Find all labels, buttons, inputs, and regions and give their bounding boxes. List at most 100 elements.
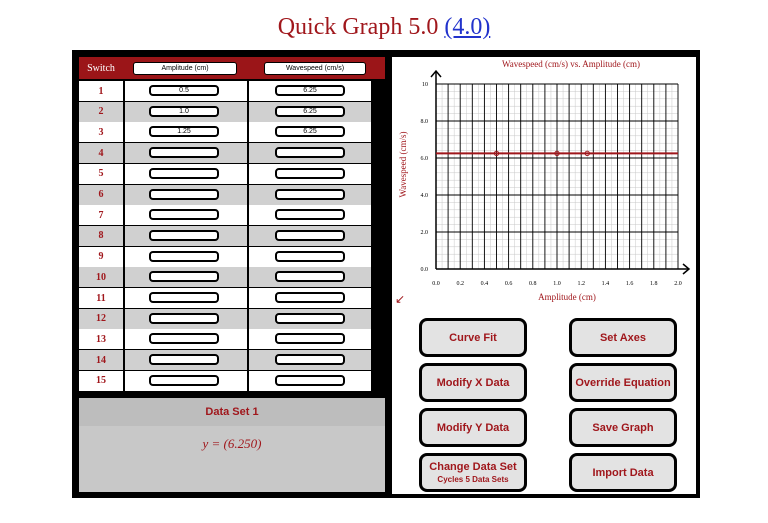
wavespeed-cell	[249, 246, 371, 267]
table-row: 14	[79, 350, 385, 371]
x-tick-label: 0.0	[432, 281, 440, 287]
row-number: 13	[79, 329, 123, 350]
amplitude-cell: 1.25	[125, 122, 247, 143]
set-axes-button[interactable]: Set Axes	[569, 318, 677, 357]
amplitude-input[interactable]	[149, 250, 219, 262]
table-row: 2 1.0 6.25	[79, 101, 385, 122]
modify-y-button[interactable]: Modify Y Data	[419, 408, 527, 447]
row-number: 12	[79, 308, 123, 329]
curve-fit-button[interactable]: Curve Fit	[419, 318, 527, 357]
amplitude-input[interactable]: 0.5	[149, 85, 219, 96]
row-number: 8	[79, 225, 123, 246]
table-row: 8	[79, 225, 385, 246]
wavespeed-input[interactable]	[275, 292, 345, 303]
table-row: 4	[79, 143, 385, 164]
data-table: Switch Amplitude (cm) Wavespeed (cm/s) 1…	[79, 57, 385, 393]
change-data-set-label: Change Data Set	[429, 461, 517, 473]
wavespeed-input[interactable]	[275, 374, 345, 386]
wavespeed-cell	[249, 184, 371, 205]
wavespeed-input[interactable]	[275, 167, 345, 179]
wavespeed-cell: 6.25	[249, 101, 371, 122]
amplitude-input[interactable]: 1.25	[149, 126, 219, 138]
app-title: Quick Graph 5.0 (4.0)	[0, 14, 768, 41]
y-tick-label: 2.0	[421, 230, 429, 236]
table-row: 13	[79, 329, 385, 350]
x-tick-label: 1.4	[602, 281, 610, 287]
table-row: 10	[79, 267, 385, 288]
x-tick-label: 1.6	[626, 281, 634, 287]
row-number: 5	[79, 163, 123, 184]
y-tick-label: 0.0	[421, 267, 429, 273]
set-axes-label: Set Axes	[599, 331, 647, 344]
wavespeed-input[interactable]: 6.25	[275, 105, 345, 117]
row-number: 10	[79, 267, 123, 288]
wavespeed-cell	[249, 143, 371, 164]
row-number: 2	[79, 101, 123, 122]
wavespeed-input[interactable]: 6.25	[275, 85, 345, 96]
modify-x-label: Modify X Data	[436, 376, 510, 389]
wavespeed-input[interactable]	[275, 312, 345, 324]
amplitude-input[interactable]	[149, 271, 219, 283]
y-tick-label: 4.0	[421, 193, 429, 199]
wavespeed-input[interactable]	[275, 354, 345, 366]
wavespeed-input[interactable]	[275, 333, 345, 345]
x-axis-label: Amplitude (cm)	[538, 292, 596, 302]
amplitude-cell	[125, 308, 247, 329]
amplitude-input[interactable]	[149, 333, 219, 345]
amplitude-input[interactable]	[149, 167, 219, 179]
save-graph-button[interactable]: Save Graph	[569, 408, 677, 447]
switch-header: Switch	[87, 62, 115, 74]
wavespeed-input[interactable]	[275, 250, 345, 262]
wavespeed-input[interactable]	[275, 229, 345, 241]
amplitude-cell	[125, 370, 247, 391]
wavespeed-cell: 6.25	[249, 122, 371, 143]
table-row: 6	[79, 184, 385, 205]
amplitude-header-field[interactable]: Amplitude (cm)	[133, 62, 237, 75]
override-equation-button[interactable]: Override Equation	[569, 363, 677, 402]
row-number: 4	[79, 143, 123, 164]
amplitude-input[interactable]	[149, 312, 219, 324]
modify-x-button[interactable]: Modify X Data	[419, 363, 527, 402]
wavespeed-input[interactable]: 6.25	[275, 126, 345, 138]
version-link[interactable]: (4.0)	[444, 14, 491, 40]
amplitude-input[interactable]: 1.0	[149, 105, 219, 117]
amplitude-input[interactable]	[149, 188, 219, 200]
table-row: 7	[79, 205, 385, 226]
wavespeed-cell	[249, 225, 371, 246]
x-tick-label: 1.2	[577, 281, 585, 287]
table-row: 12	[79, 308, 385, 329]
amplitude-input[interactable]	[149, 147, 219, 159]
wavespeed-input[interactable]	[275, 271, 345, 283]
amplitude-cell	[125, 246, 247, 267]
amplitude-cell	[125, 267, 247, 288]
table-row: 11	[79, 288, 385, 308]
amplitude-input[interactable]	[149, 292, 219, 303]
wavespeed-cell	[249, 288, 371, 308]
y-tick-label: 8.0	[421, 119, 429, 125]
data-point	[554, 150, 560, 157]
amplitude-cell	[125, 225, 247, 246]
wavespeed-header-field[interactable]: Wavespeed (cm/s)	[264, 62, 366, 75]
row-number: 9	[79, 246, 123, 267]
change-data-set-sublabel: Cycles 5 Data Sets	[437, 475, 509, 484]
amplitude-cell	[125, 350, 247, 371]
amplitude-input[interactable]	[149, 209, 219, 221]
wavespeed-input[interactable]	[275, 188, 345, 200]
data-point	[493, 150, 500, 157]
import-data-button[interactable]: Import Data	[569, 453, 677, 492]
amplitude-input[interactable]	[149, 354, 219, 366]
y-tick-label: 6.0	[421, 156, 429, 162]
amplitude-input[interactable]	[149, 229, 219, 241]
save-graph-label: Save Graph	[592, 421, 654, 434]
amplitude-input[interactable]	[149, 374, 219, 386]
wavespeed-input[interactable]	[275, 209, 345, 221]
wavespeed-input[interactable]	[275, 147, 345, 159]
amplitude-cell: 0.5	[125, 81, 247, 101]
amplitude-cell	[125, 163, 247, 184]
amplitude-cell	[125, 205, 247, 226]
x-tick-label: 0.6	[505, 281, 512, 287]
